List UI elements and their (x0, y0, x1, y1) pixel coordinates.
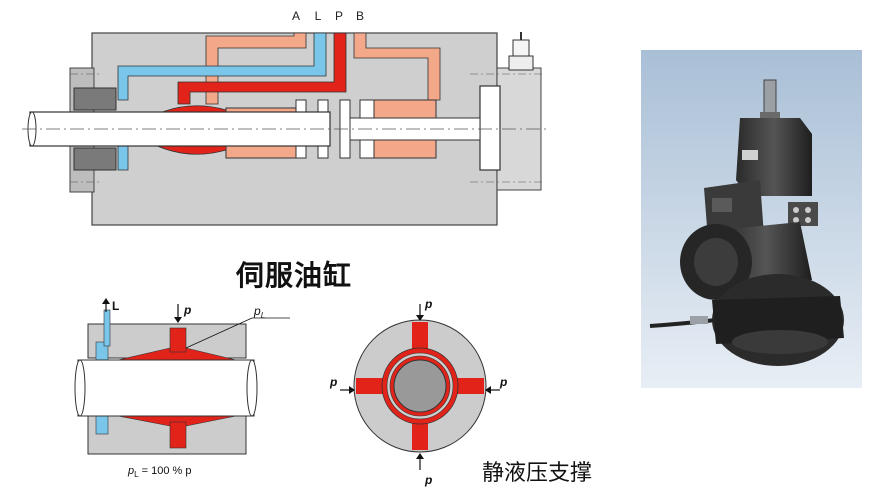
position-sensor-top (512, 39, 530, 57)
port-label-l: L (315, 9, 322, 23)
product-photo (641, 50, 862, 388)
section-label-left: p (329, 375, 337, 389)
position-sensor-body (508, 55, 534, 71)
section-pocket-left (356, 378, 388, 394)
photo-cable (649, 318, 717, 328)
servo-cylinder-section: A L P B (22, 9, 548, 226)
detail-formula: pL = 100 % p (127, 465, 191, 479)
channel-l (117, 32, 327, 101)
gland-seal-lower (73, 147, 117, 171)
section-pocket-right (452, 378, 484, 394)
detail-shaft (77, 359, 255, 417)
section-label-top: p (424, 297, 432, 311)
section-label-right: p (499, 375, 507, 389)
detail-label-pl: pL (253, 304, 265, 320)
port-label-p: P (335, 9, 343, 23)
detail-leak-lower (95, 415, 109, 435)
port-label-b: B (356, 9, 364, 23)
radial-section: p p p p (329, 297, 507, 487)
channel-b (353, 32, 441, 101)
port-label-a: A (292, 9, 300, 23)
channel-p (177, 32, 347, 105)
photo-connectors (788, 202, 818, 226)
section-pocket-top (412, 322, 428, 354)
bearing-detail: L p pL pL = 100 % p (74, 298, 290, 479)
right-plug (479, 85, 501, 171)
section-pocket-bottom (412, 418, 428, 450)
gland-seal-upper (73, 87, 117, 111)
channel-a (205, 32, 307, 105)
servo-cylinder-caption: 伺服油缸 (236, 259, 353, 292)
hydrostatic-caption: 静液压支撑 (482, 461, 593, 486)
section-shaft (393, 359, 447, 413)
detail-label-l: L (112, 299, 119, 313)
detail-label-p: p (183, 303, 191, 317)
photo-upper-block (736, 118, 812, 196)
section-label-bottom: p (424, 473, 432, 487)
